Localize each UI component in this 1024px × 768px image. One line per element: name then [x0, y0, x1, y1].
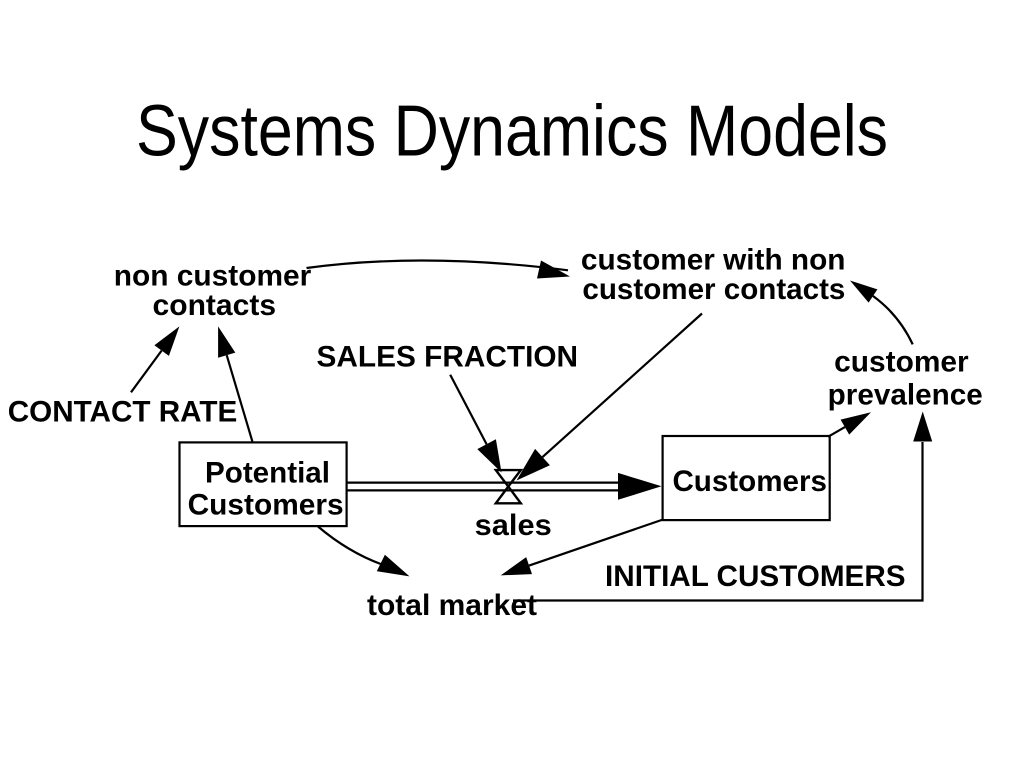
- svg-text:Customers: Customers: [188, 489, 344, 522]
- svg-text:sales: sales: [475, 509, 552, 542]
- svg-text:customer contacts: customer contacts: [582, 273, 845, 306]
- svg-text:INITIAL CUSTOMERS: INITIAL CUSTOMERS: [605, 560, 906, 593]
- svg-text:total market: total market: [367, 589, 537, 622]
- svg-text:non customer: non customer: [114, 260, 312, 293]
- svg-text:contacts: contacts: [153, 289, 277, 322]
- svg-text:Potential: Potential: [205, 456, 330, 489]
- svg-text:prevalence: prevalence: [828, 378, 983, 411]
- svg-text:Customers: Customers: [672, 465, 827, 498]
- svg-text:CONTACT RATE: CONTACT RATE: [8, 396, 238, 429]
- svg-text:customer: customer: [834, 346, 969, 379]
- svg-text:customer with non: customer with non: [581, 243, 846, 276]
- svg-text:SALES FRACTION: SALES FRACTION: [317, 341, 579, 374]
- svg-text:Systems Dynamics Models: Systems Dynamics Models: [136, 91, 888, 172]
